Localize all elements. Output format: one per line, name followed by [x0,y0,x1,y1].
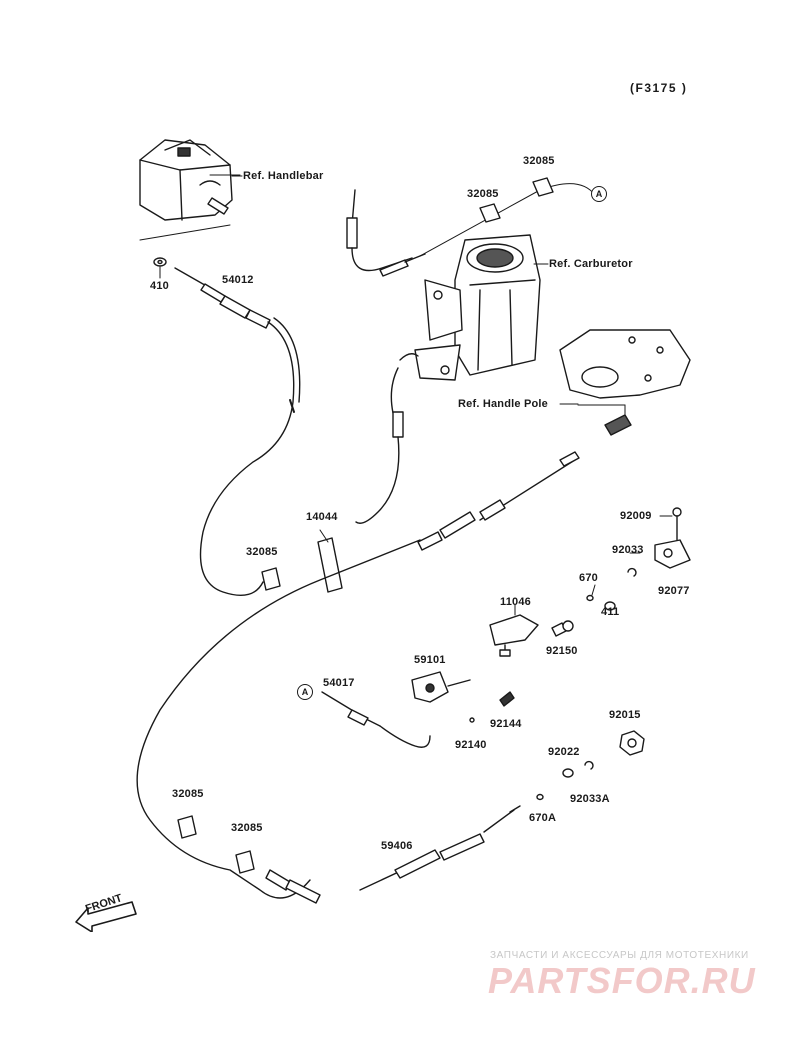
part-92009-label: 92009 [620,510,652,522]
part-92144-label: 92144 [490,718,522,730]
bolt-92150 [551,620,574,637]
clip-32085-bottom [177,815,255,874]
cable-59406 [359,805,521,891]
part-32085-label: 32085 [231,822,263,834]
part-92150-label: 92150 [546,645,578,657]
part-670-label: 670 [579,572,598,584]
part-54012-label: 54012 [222,274,254,286]
part-670A-label: 670A [529,812,557,824]
handle-pole-bracket [559,329,691,436]
front-arrow-icon [75,901,137,932]
part-14044-label: 14044 [306,511,338,523]
bolt-92009 [672,507,682,541]
part-92033-label: 92033 [612,544,644,556]
watermark-caption: ЗАПЧАСТИ И АКСЕССУАРЫ ДЛЯ МОТОТЕХНИКИ [490,950,749,961]
watermark-logo: PARTSFOR.RU [488,960,756,1001]
part-59406-label: 59406 [381,840,413,852]
part-11046-label: 11046 [500,596,531,608]
part-32085-label: 32085 [523,155,555,167]
washer-670 [586,594,594,602]
part-92015-label: 92015 [609,709,641,721]
part-92077-label: 92077 [658,585,690,597]
part-410-label: 410 [150,280,169,292]
lever-59101 [411,671,471,703]
part-92022-label: 92022 [548,746,580,758]
pin-92140 [469,717,475,723]
circlip-92033 [627,567,637,577]
clip-32085-top [479,177,554,223]
spring-92144 [499,691,515,707]
part-411-label: 411 [601,606,620,618]
part-92140-label: 92140 [455,739,487,751]
ref-handle-pole-label: Ref. Handle Pole [458,398,548,410]
washer-411 [604,601,616,611]
part-54017-label: 54017 [323,677,355,689]
bracket-11046 [489,614,539,657]
circlip-92033A [584,760,594,770]
ref-carburetor-label: Ref. Carburetor [549,258,633,270]
carb-cable-lower [317,367,404,593]
throttle-cable-54012 [174,267,301,596]
part-32085-label: 32085 [246,546,278,558]
callout-a-bottom: A [297,684,313,700]
diagram-code: (F3175 ) [630,81,688,95]
handlebar-housing [139,139,241,241]
nut-92015 [619,730,645,756]
part-92033A-label: 92033A [570,793,610,805]
washer-670A [536,793,544,801]
ref-handlebar-label: Ref. Handlebar [243,170,324,182]
plate-92077 [654,539,691,569]
main-cable [136,451,580,899]
part-32085-label: 32085 [172,788,204,800]
part-59101-label: 59101 [414,654,446,666]
leader-lines [231,175,673,616]
washer-410 [153,257,167,279]
cable-54017 [321,691,431,748]
washer-92022 [562,768,574,778]
callout-a-top: A [591,186,607,202]
part-32085-label: 32085 [467,188,499,200]
carburetor [399,234,541,381]
clip-32085-left [261,567,281,591]
cable-end-bottom [265,869,321,904]
